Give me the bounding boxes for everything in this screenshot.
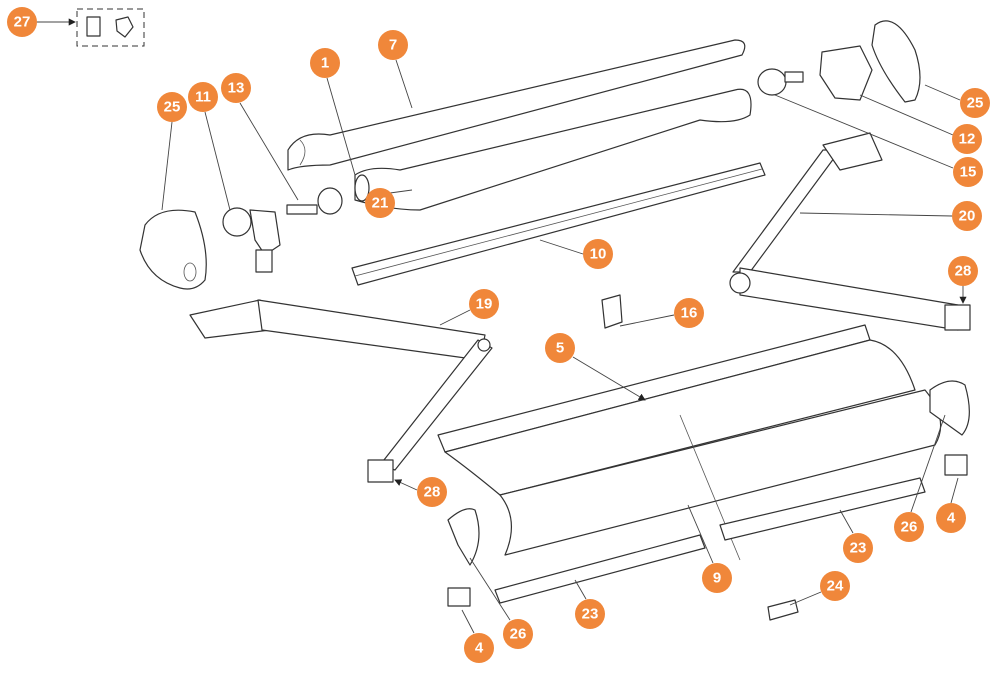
svg-text:19: 19	[476, 296, 493, 313]
part-7-top-cover	[287, 39, 746, 171]
svg-text:7: 7	[389, 37, 397, 54]
part-20-arm-right	[729, 132, 971, 331]
svg-text:13: 13	[228, 80, 245, 97]
leader-lines	[37, 18, 967, 634]
callout-21: 21	[365, 188, 395, 218]
callout-9: 9	[702, 563, 732, 593]
callout-23-right: 23	[843, 533, 873, 563]
svg-text:23: 23	[850, 540, 867, 557]
callout-26-left: 26	[503, 619, 533, 649]
svg-text:28: 28	[424, 484, 441, 501]
part-11-gear	[222, 207, 281, 273]
callout-7: 7	[378, 30, 408, 60]
svg-text:20: 20	[959, 208, 976, 225]
callout-4-right: 4	[936, 503, 966, 533]
callout-12: 12	[952, 124, 982, 154]
callout-24: 24	[820, 571, 850, 601]
callout-11: 11	[188, 82, 218, 112]
callout-23-left: 23	[575, 599, 605, 629]
part-16-clip	[601, 294, 623, 329]
svg-text:4: 4	[475, 640, 484, 657]
svg-text:11: 11	[195, 89, 211, 106]
part-25-end-cap-left	[139, 209, 207, 290]
callout-1: 1	[310, 48, 340, 78]
part-5-front-bar	[437, 324, 916, 496]
part-12-bracket	[819, 45, 873, 101]
svg-text:27: 27	[14, 14, 31, 31]
svg-text:5: 5	[556, 340, 564, 357]
svg-text:26: 26	[510, 626, 527, 643]
part-21-fabric-roller	[354, 88, 752, 211]
part-15-motor	[757, 68, 804, 96]
part-24-connector	[767, 599, 799, 621]
svg-text:15: 15	[960, 164, 977, 181]
callout-25-right: 25	[960, 88, 990, 118]
callout-20: 20	[952, 201, 982, 231]
part-23-slide-rails	[494, 477, 926, 604]
part-25-end-cap-right	[871, 20, 921, 103]
svg-text:1: 1	[321, 55, 329, 72]
part-4-brackets	[447, 454, 968, 607]
callout-4-left: 4	[464, 633, 494, 663]
svg-text:4: 4	[947, 510, 956, 527]
callout-25-left: 25	[157, 92, 187, 122]
svg-text:16: 16	[681, 305, 698, 322]
callout-28-left: 28	[417, 477, 447, 507]
callout-15: 15	[953, 157, 983, 187]
svg-text:25: 25	[164, 99, 181, 116]
svg-text:23: 23	[582, 606, 599, 623]
callout-27: 27	[7, 7, 37, 37]
part-13-motor-shaft	[286, 187, 343, 215]
part-19-arm-left	[189, 299, 493, 483]
callout-28-right: 28	[948, 256, 978, 286]
svg-text:25: 25	[967, 95, 984, 112]
svg-text:12: 12	[959, 131, 976, 148]
callout-10: 10	[583, 239, 613, 269]
svg-text:28: 28	[955, 263, 972, 280]
part-27-clips	[76, 8, 145, 47]
callout-19: 19	[469, 289, 499, 319]
svg-text:24: 24	[827, 578, 844, 595]
callout-26-right: 26	[894, 512, 924, 542]
svg-text:10: 10	[590, 246, 607, 263]
svg-text:9: 9	[713, 570, 721, 587]
svg-text:26: 26	[901, 519, 918, 536]
callout-5: 5	[545, 333, 575, 363]
svg-text:21: 21	[372, 195, 389, 212]
part-10-rail	[351, 162, 766, 286]
callout-16: 16	[674, 298, 704, 328]
callout-13: 13	[221, 73, 251, 103]
